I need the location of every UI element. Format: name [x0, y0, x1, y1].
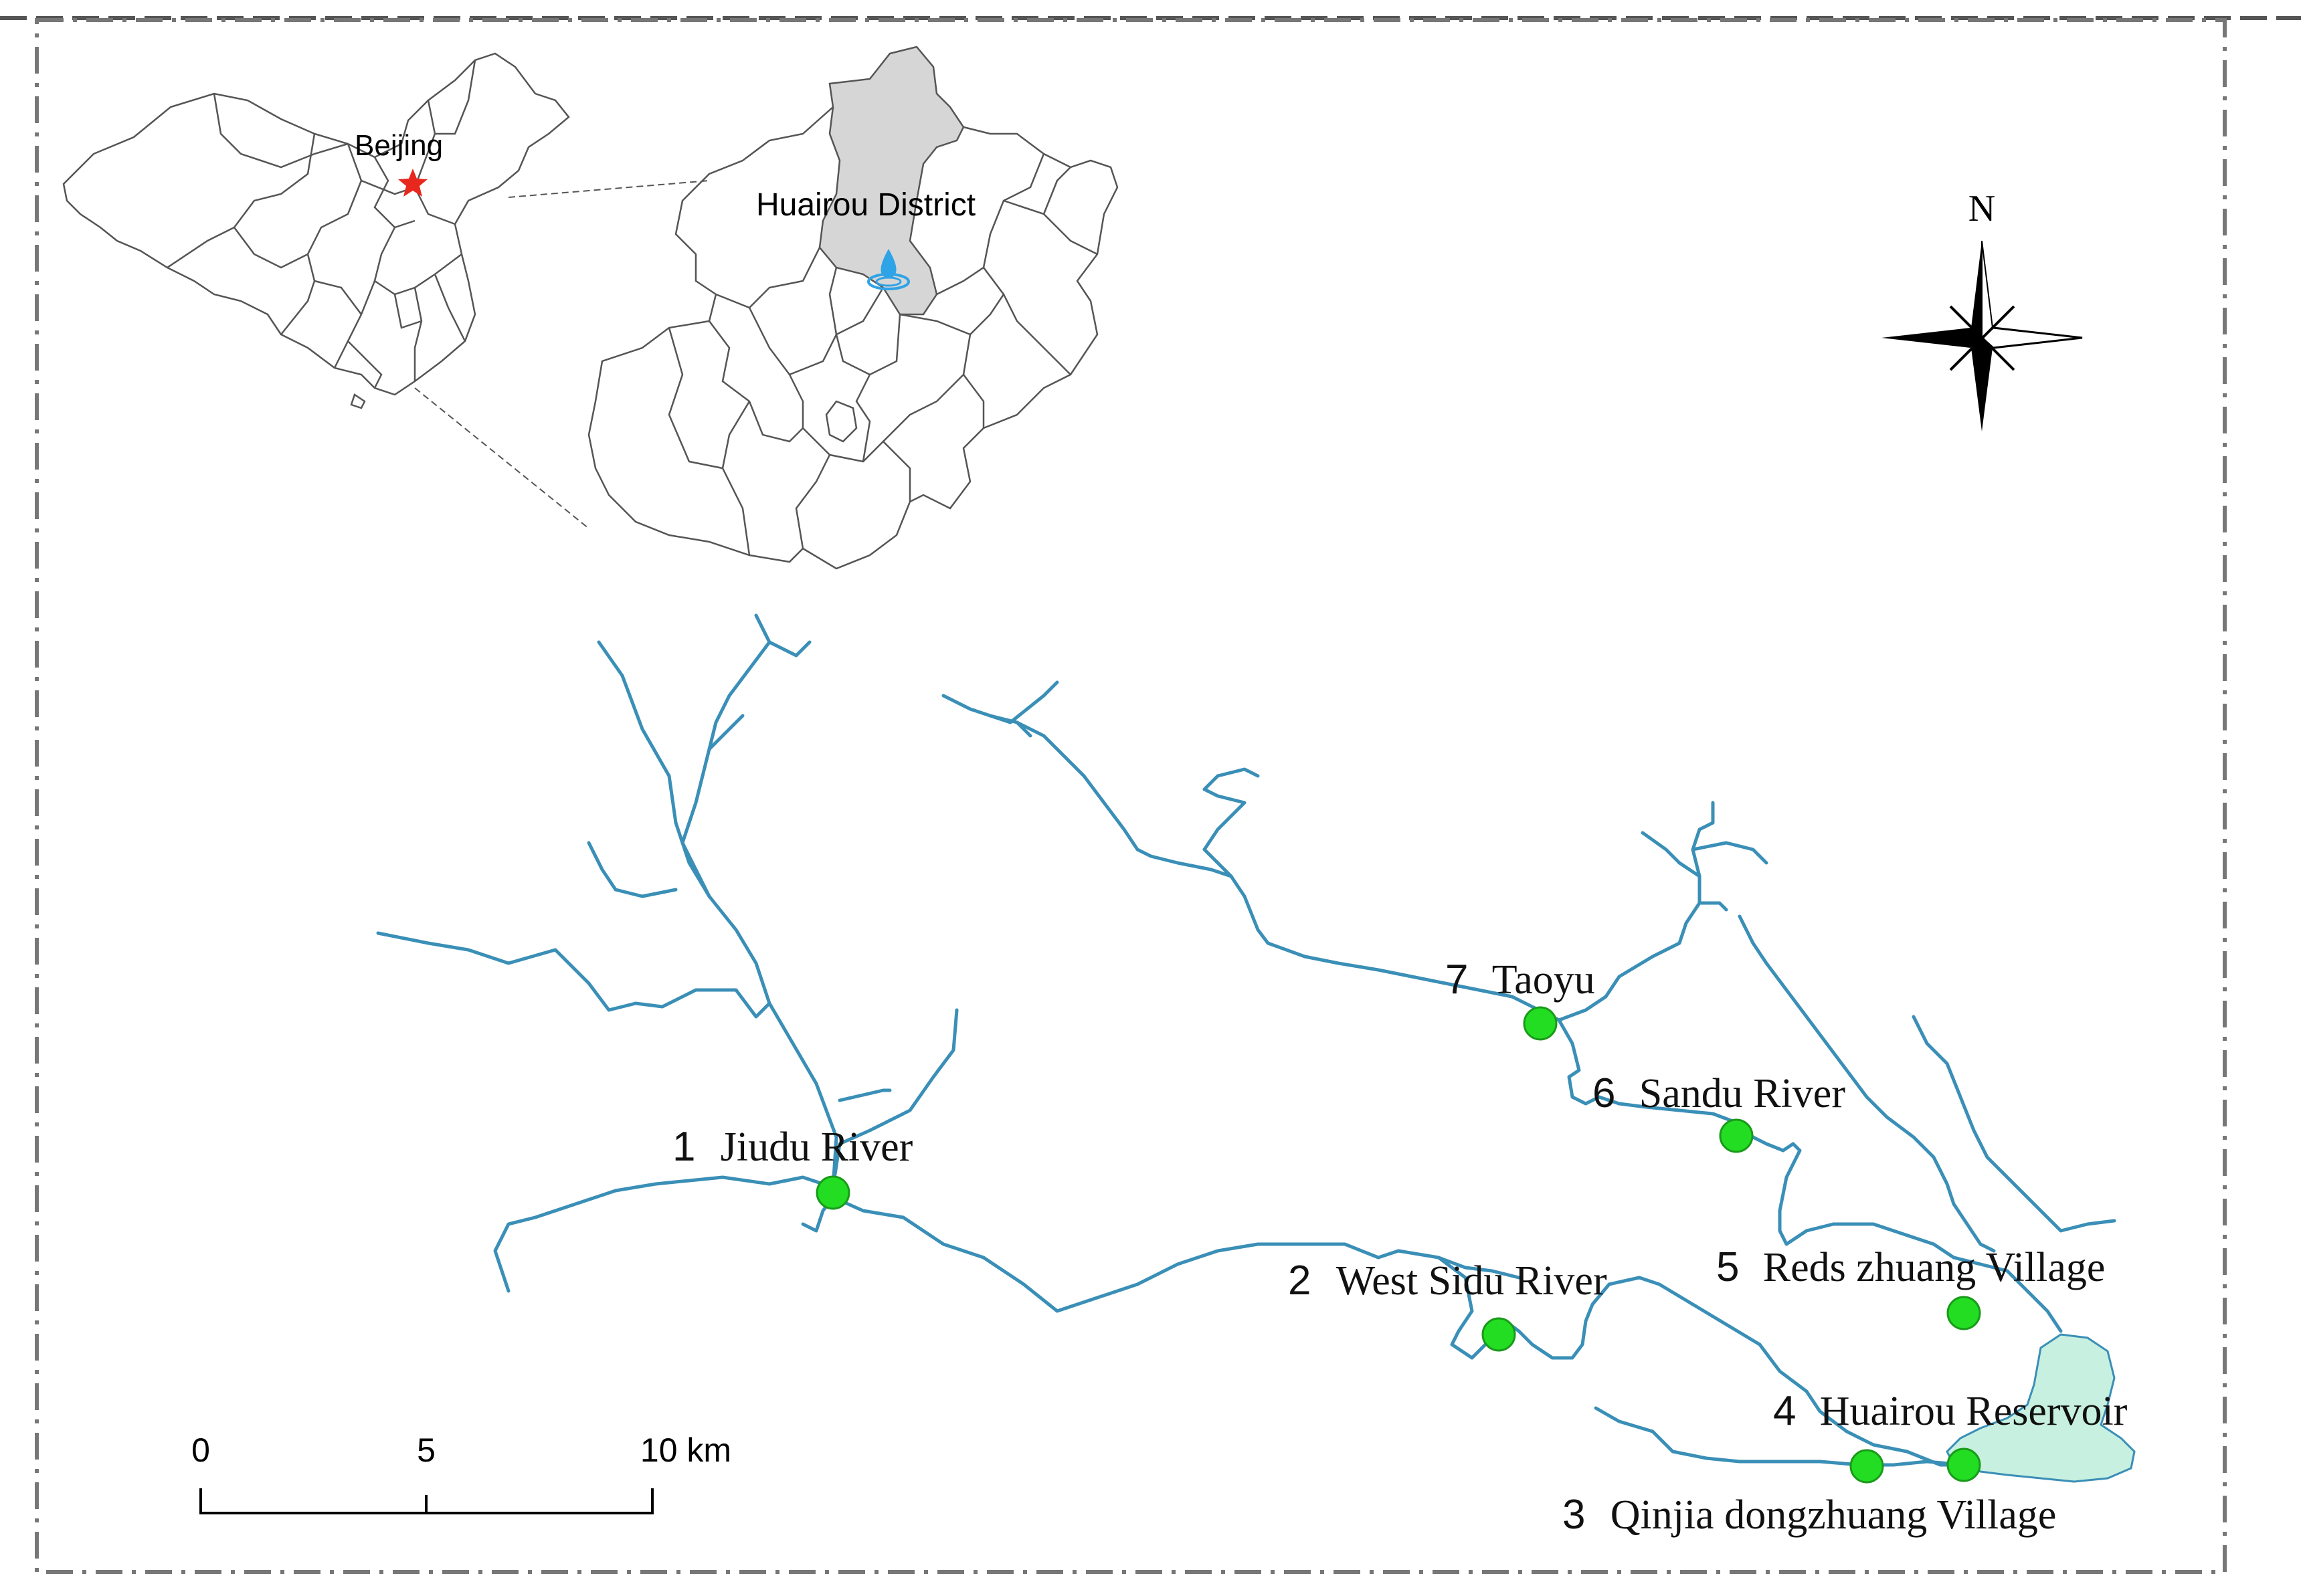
site-number-3: 3: [1562, 1492, 1585, 1538]
site-number-1: 1: [672, 1124, 695, 1170]
inset-leader-line-top: [508, 180, 710, 198]
site-marker-7[interactable]: [1523, 1006, 1558, 1041]
site-marker-3[interactable]: [1849, 1449, 1884, 1484]
site-name-6: Sandu River: [1639, 1071, 1846, 1116]
north-arrow-icon: N: [1881, 188, 2083, 431]
scale-tick-0: 0: [191, 1431, 210, 1469]
huairou-reservoir-shape: [1946, 1333, 2136, 1483]
site-marker-4[interactable]: [1946, 1448, 1981, 1482]
site-marker-5[interactable]: [1946, 1296, 1981, 1330]
site-label-4: 4 Huairou Reservoir: [1773, 1388, 2128, 1434]
site-label-1: 1 Jiudu River: [672, 1124, 913, 1170]
scale-bar: 0 5 10 km: [191, 1431, 731, 1514]
huairou-district-shape: [818, 45, 965, 316]
north-label: N: [1968, 188, 1995, 229]
china-outline-map: [62, 52, 570, 409]
site-label-6: 6 Sandu River: [1592, 1070, 1845, 1116]
site-number-4: 4: [1773, 1388, 1796, 1434]
site-number-5: 5: [1716, 1244, 1739, 1290]
site-name-5: Reds zhuang Village: [1763, 1245, 2106, 1290]
scale-tick-10: 10 km: [640, 1431, 731, 1469]
huairou-district-label: Huairou District: [756, 187, 976, 223]
site-marker-6[interactable]: [1719, 1118, 1754, 1153]
site-number-2: 2: [1288, 1258, 1311, 1304]
site-number-6: 6: [1592, 1070, 1615, 1116]
inset-leader-line-bottom: [414, 387, 589, 529]
site-name-3: Qinjia dongzhuang Village: [1610, 1492, 2057, 1538]
beijing-label: Beijing: [355, 129, 443, 162]
river-network: [376, 613, 2116, 1467]
site-marker-1[interactable]: [816, 1175, 850, 1210]
site-label-7: 7 Taoyu: [1445, 957, 1595, 1003]
site-markers: [816, 1006, 1981, 1484]
water-drop-icon: [867, 249, 910, 290]
map-frame: [35, 18, 2227, 1574]
site-label-5: 5 Reds zhuang Village: [1716, 1244, 2105, 1290]
site-labels: 1 Jiudu River 2 West Sidu River 3 Qinjia…: [672, 957, 2128, 1538]
site-label-2: 2 West Sidu River: [1288, 1258, 1607, 1304]
site-marker-2[interactable]: [1481, 1317, 1516, 1352]
site-label-3: 3 Qinjia dongzhuang Village: [1562, 1492, 2056, 1538]
site-name-2: West Sidu River: [1336, 1258, 1607, 1304]
site-number-7: 7: [1445, 957, 1468, 1003]
beijing-star-icon: [398, 169, 428, 197]
site-name-1: Jiudu River: [721, 1124, 913, 1170]
beijing-districts-map: [587, 45, 1119, 570]
site-name-7: Taoyu: [1492, 957, 1595, 1003]
scale-tick-5: 5: [417, 1431, 436, 1469]
site-name-4: Huairou Reservoir: [1820, 1389, 2128, 1434]
